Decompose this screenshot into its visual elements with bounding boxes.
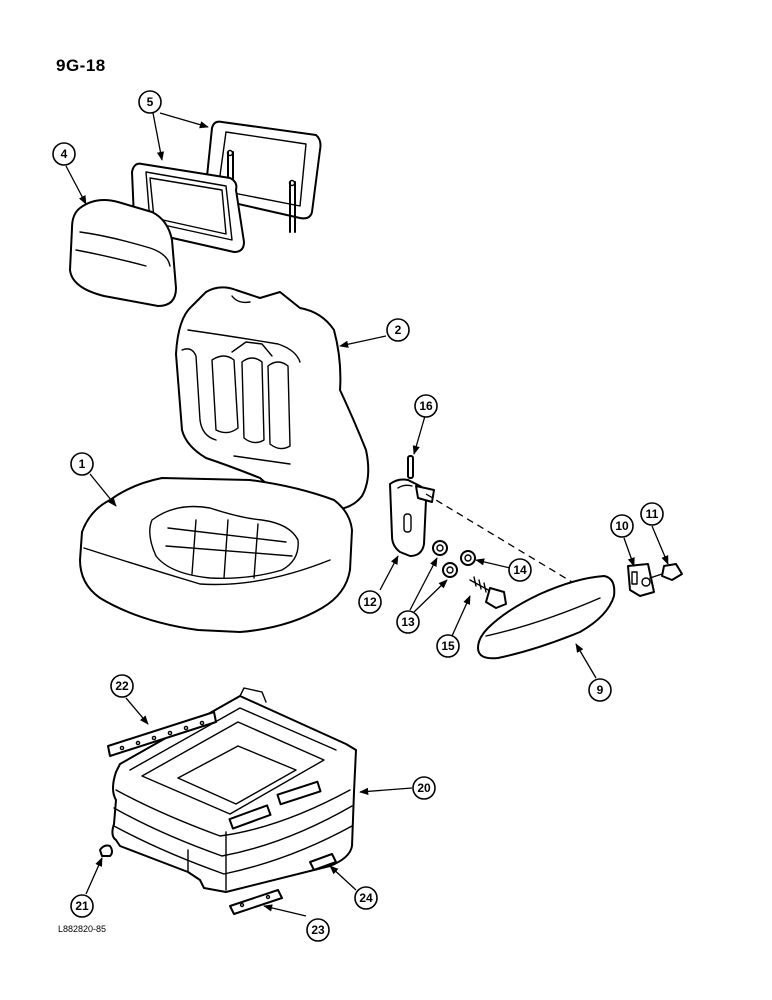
callout-14: 14 <box>508 558 532 582</box>
nut-upper <box>432 540 448 556</box>
rivet <box>99 844 113 857</box>
callout-22: 22 <box>110 674 134 698</box>
rail-front <box>229 889 283 915</box>
callout-2: 2 <box>386 318 410 342</box>
callout-9-label: 9 <box>597 683 604 697</box>
assembly-guide-line <box>425 493 573 583</box>
headrest-pad <box>69 199 177 307</box>
callout-5-label: 5 <box>147 95 154 109</box>
callout-13-label: 13 <box>401 615 415 629</box>
seat-back <box>175 286 370 512</box>
callout-9: 9 <box>588 678 612 702</box>
rail-left <box>107 711 217 757</box>
page-reference: 9G-18 <box>56 56 106 75</box>
bolt <box>469 576 507 609</box>
callout-10-label: 10 <box>615 519 629 533</box>
callout-16: 16 <box>414 394 438 418</box>
callout-11: 11 <box>640 502 664 526</box>
plate <box>627 563 655 597</box>
leader-lines <box>65 112 669 917</box>
callout-13: 13 <box>396 610 420 634</box>
callout-5: 5 <box>138 90 162 114</box>
callout-23: 23 <box>306 918 330 942</box>
callout-21-label: 21 <box>75 899 89 913</box>
nut-lower <box>442 562 458 578</box>
callout-2-label: 2 <box>395 323 402 337</box>
callout-24-label: 24 <box>359 891 373 905</box>
callout-1: 1 <box>70 452 94 476</box>
seat-cushion <box>79 477 353 633</box>
screw <box>649 563 683 581</box>
callout-22-label: 22 <box>115 679 129 693</box>
callout-20-label: 20 <box>417 781 431 795</box>
callout-12: 12 <box>358 590 382 614</box>
seat-suspension <box>111 687 357 893</box>
washer <box>460 550 476 566</box>
armrest <box>477 575 616 660</box>
callout-14-label: 14 <box>513 563 527 577</box>
strip <box>309 853 337 871</box>
callout-12-label: 12 <box>363 595 377 609</box>
callout-21: 21 <box>70 894 94 918</box>
callout-10: 10 <box>610 514 634 538</box>
figure-code: L882820-85 <box>58 924 107 934</box>
armrest-bracket <box>389 478 435 557</box>
callout-4-label: 4 <box>61 147 68 161</box>
callout-11-label: 11 <box>646 507 659 521</box>
callout-20: 20 <box>412 776 436 800</box>
callout-15: 15 <box>436 634 460 658</box>
callout-24: 24 <box>354 886 378 910</box>
callout-4: 4 <box>52 142 76 166</box>
callout-16-label: 16 <box>419 399 433 413</box>
callout-15-label: 15 <box>441 639 455 653</box>
pin <box>407 455 414 479</box>
callout-1-label: 1 <box>79 457 86 471</box>
callout-23-label: 23 <box>311 923 325 937</box>
